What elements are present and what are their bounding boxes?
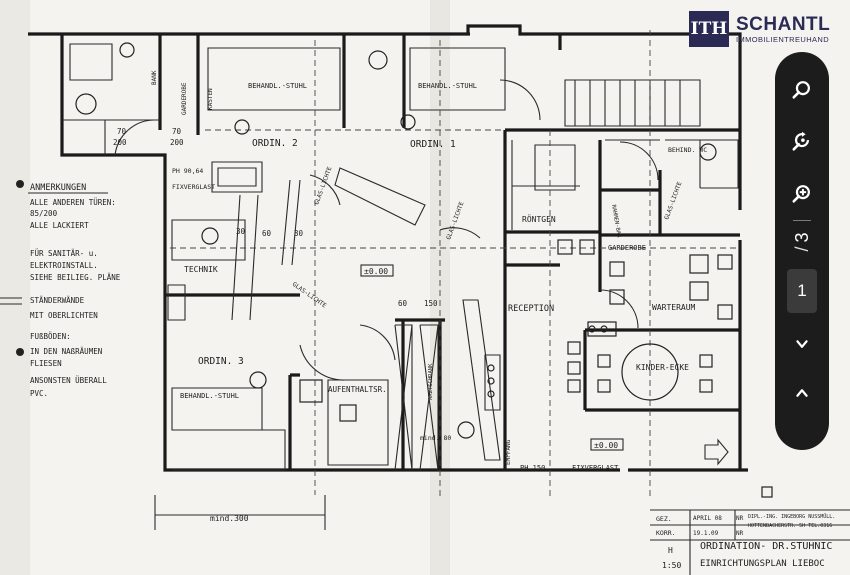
prev-page-button[interactable] bbox=[782, 373, 822, 413]
room-behandl-wc: BEHIND. WC bbox=[668, 146, 707, 154]
label-kasten: KASTEN bbox=[207, 88, 214, 110]
label-level-1: ±0.00 bbox=[364, 267, 388, 276]
label-ph-left: PH 90,64 bbox=[172, 167, 203, 175]
room-ordin3: ORDIN. 3 bbox=[198, 356, 244, 367]
room-ordin1: ORDIN. 1 bbox=[410, 139, 456, 150]
tb-scale: 1:50 bbox=[662, 561, 681, 570]
tb-architect: DIPL.-ING. INGEBORG NUSSMÜLL. bbox=[748, 513, 835, 520]
zoom-out-icon bbox=[792, 81, 810, 99]
tb-korr-date: 19.1.09 bbox=[693, 530, 719, 537]
next-page-button[interactable] bbox=[782, 325, 822, 365]
notes-line3: ALLE LACKIERT bbox=[30, 221, 89, 230]
label-dim-70b: 70 bbox=[172, 127, 182, 136]
label-dim-150: 150 bbox=[424, 299, 438, 308]
zoom-in-icon bbox=[792, 185, 810, 203]
logo-mark: ITH bbox=[689, 11, 729, 47]
notes-line6: SIEHE BEILIEG. PLÄNE bbox=[30, 273, 121, 282]
zoom-out-button[interactable] bbox=[782, 70, 822, 110]
chevron-down-icon bbox=[796, 340, 808, 348]
label-behandl-stuhl-3: BEHANDL.-STUHL bbox=[180, 392, 239, 400]
label-fixverglast-2: FIXVERGLAST bbox=[572, 464, 619, 472]
notes-line4: FÜR SANITÄR- u. bbox=[30, 249, 98, 258]
paper-fold bbox=[430, 0, 450, 575]
thin-lines bbox=[62, 43, 850, 575]
notes-line8: MIT OBERLICHTEN bbox=[30, 311, 98, 320]
tb-address: HOTTENBACHERSTR. 5H TEL.0316 bbox=[748, 523, 832, 529]
room-labels: ORDIN. 2 ORDIN. 1 ORDIN. 3 RÖNTGEN RECEP… bbox=[184, 138, 707, 394]
room-ordin2: ORDIN. 2 bbox=[252, 138, 298, 149]
label-arzt: ARZTSCHRANK bbox=[428, 363, 434, 400]
zoom-reset-icon bbox=[792, 131, 810, 151]
furniture bbox=[0, 42, 773, 498]
room-warteraum: WARTERAUM bbox=[652, 303, 696, 312]
chevron-up-icon bbox=[796, 389, 808, 397]
label-empfang: EMPFANG bbox=[505, 439, 512, 465]
schantl-logo: ITH SCHANTL IMMOBILIENTREUHAND bbox=[689, 11, 841, 47]
page-indicator: / 3 bbox=[787, 219, 817, 269]
label-dim-60: 60 bbox=[262, 229, 272, 238]
room-roentgen: RÖNTGEN bbox=[522, 214, 556, 224]
label-behandl-stuhl-2: BEHANDL.-STUHL bbox=[418, 82, 477, 90]
label-dim-70a: 70 bbox=[117, 127, 127, 136]
room-kinderecke: KINDER-ECKE bbox=[636, 363, 689, 372]
notes-line13: PVC. bbox=[30, 389, 48, 398]
room-garderobe: GARDEROBE bbox=[608, 244, 646, 252]
page-separator: / bbox=[791, 246, 812, 252]
label-dim-30: 30 bbox=[236, 227, 246, 236]
current-page-input[interactable] bbox=[787, 269, 817, 313]
logo-tagline: IMMOBILIENTREUHAND bbox=[736, 34, 830, 44]
label-dim-200b: 200 bbox=[170, 138, 184, 147]
title-block: GEZ. APRIL 08 KORR. 19.1.09 NR NR DIPL.-… bbox=[656, 513, 835, 570]
tb-gez: GEZ. bbox=[656, 515, 672, 523]
tb-gez-date: APRIL 08 bbox=[693, 515, 722, 522]
label-behandl-stuhl-1: BEHANDL.-STUHL bbox=[248, 82, 307, 90]
notes-line11: FLIESEN bbox=[30, 359, 62, 368]
notes-line1: ALLE ANDEREN TÜREN: bbox=[30, 198, 116, 207]
notes-line10: IN DEN NAßRÄUMEN bbox=[30, 347, 102, 356]
label-mind-80: mind. 80 bbox=[420, 434, 451, 442]
dashed-lines bbox=[170, 30, 740, 500]
notes-line2: 85/200 bbox=[30, 209, 58, 218]
total-pages: 3 bbox=[791, 232, 812, 243]
zoom-in-button[interactable] bbox=[782, 174, 822, 214]
tb-korr: KORR. bbox=[656, 529, 676, 537]
notes-line7: STÄNDERWÄNDE bbox=[30, 296, 85, 305]
logo-text: SCHANTL IMMOBILIENTREUHAND bbox=[736, 13, 831, 44]
label-mind-300: mind.300 bbox=[210, 514, 249, 523]
door-swings bbox=[114, 79, 659, 381]
notes-line9: FUßBÖDEN: bbox=[30, 332, 71, 341]
label-dim-60b: 60 bbox=[398, 299, 408, 308]
label-dim-30b: 30 bbox=[294, 229, 304, 238]
notes-legend: ANMERKUNGEN ALLE ANDEREN TÜREN: 85/200 A… bbox=[28, 183, 121, 398]
room-technik: TECHNIK bbox=[184, 265, 218, 274]
label-ph-bottom: PH 150 bbox=[520, 464, 545, 472]
label-bank: BANK bbox=[151, 70, 158, 85]
zoom-reset-button[interactable] bbox=[782, 122, 822, 162]
label-glas-1: GLAS-LICHTE bbox=[313, 166, 333, 206]
label-rahmen: RAHMEN-BAR bbox=[610, 204, 622, 238]
tb-plan-type: EINRICHTUNGSPLAN LIEBOC bbox=[700, 559, 825, 569]
label-glas-4: GLAS-LICHTE bbox=[663, 181, 683, 221]
tb-scale-h: H bbox=[668, 546, 673, 555]
room-reception: RECEPTION bbox=[508, 304, 554, 314]
toolbar-divider bbox=[793, 220, 811, 221]
label-level-2: ±0.00 bbox=[594, 441, 618, 450]
viewer-toolbar: / 3 bbox=[775, 52, 829, 450]
label-dim-200a: 200 bbox=[113, 138, 127, 147]
tb-project: ORDINATION- DR.STUHNIC bbox=[700, 541, 832, 552]
tb-nr2: NR bbox=[736, 530, 744, 537]
label-fixverglast-1: FIXVERGLAST bbox=[172, 183, 215, 191]
tb-nr1: NR bbox=[736, 515, 744, 522]
paper-edge bbox=[0, 0, 30, 575]
logo-name: SCHANTL bbox=[736, 13, 831, 35]
notes-line12: ANSONSTEN ÜBERALL bbox=[30, 376, 107, 385]
notes-heading: ANMERKUNGEN bbox=[30, 183, 86, 193]
notes-line5: ELEKTROINSTALL. bbox=[30, 261, 98, 270]
room-aufenthalt: AUFENTHALTSR. bbox=[328, 385, 387, 394]
label-garderobe-v: GARDEROBE bbox=[181, 82, 188, 115]
